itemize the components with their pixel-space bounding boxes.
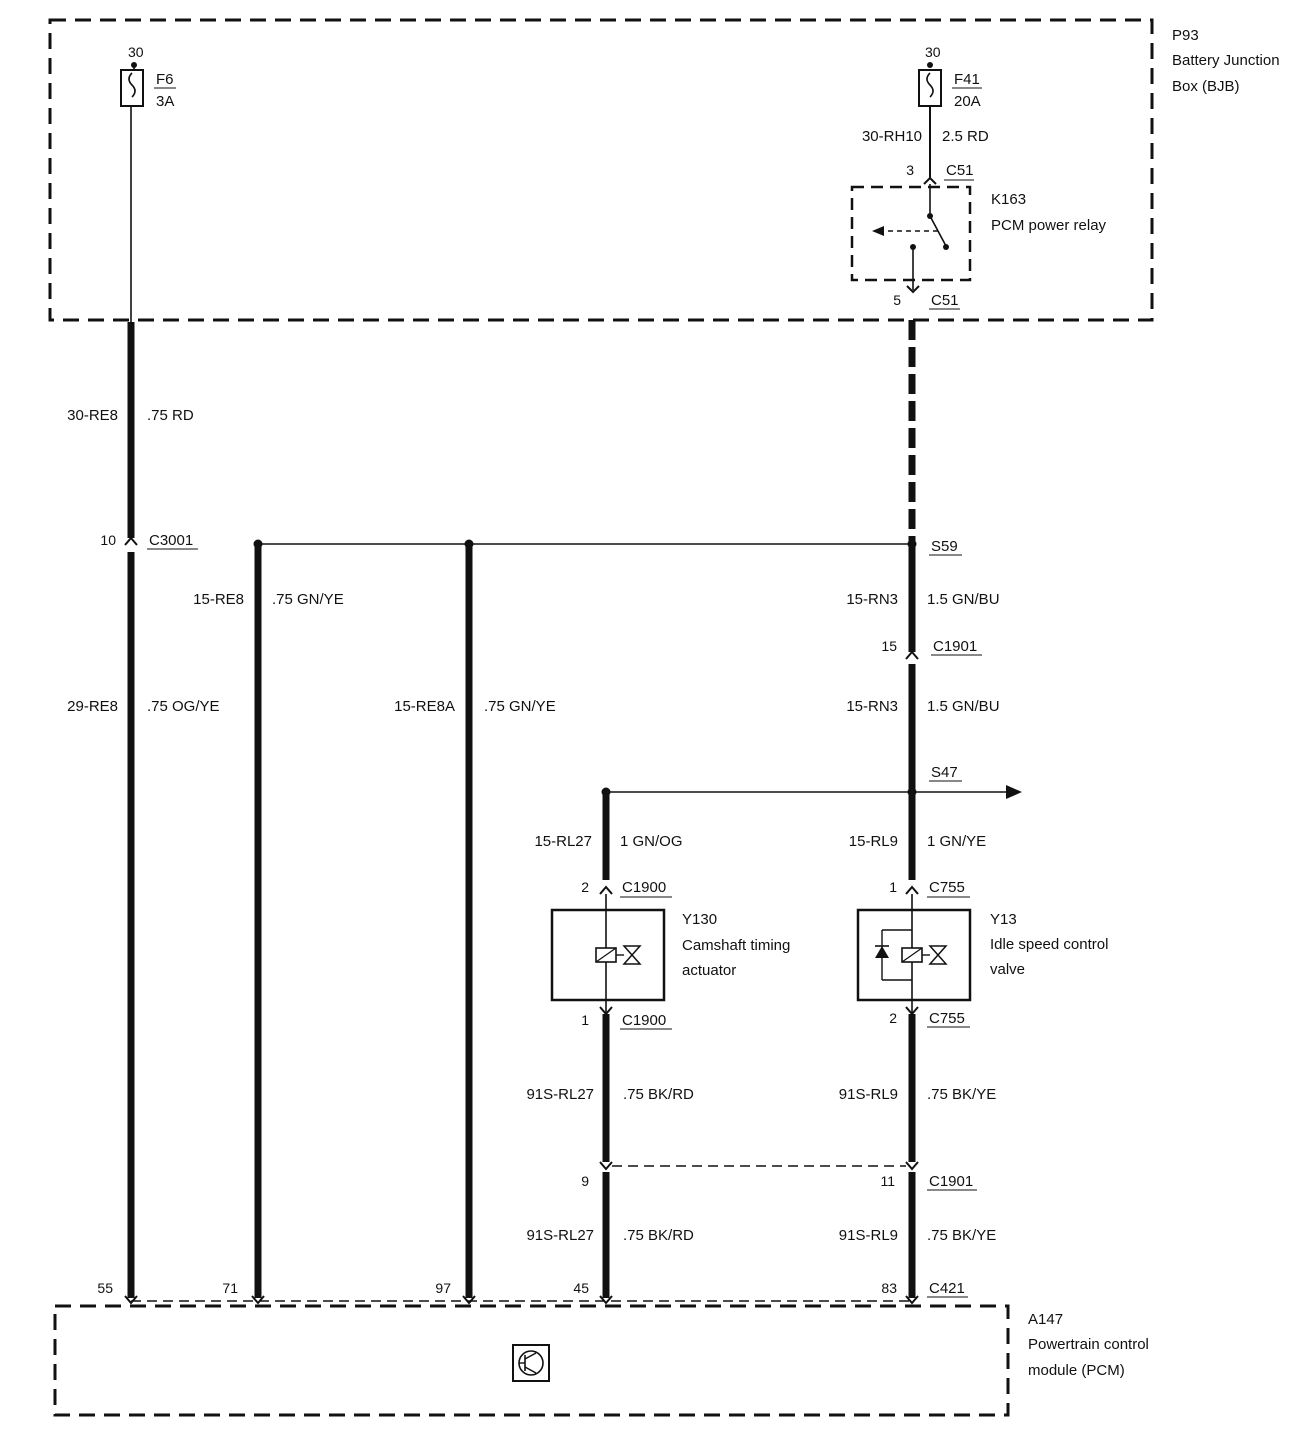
wire-91s-rl9-b-spec: .75 BK/YE <box>927 1227 996 1244</box>
splice-s59-label: S59 <box>931 538 958 555</box>
c421-pin-45: 45 <box>573 1280 589 1296</box>
c1901-15-id: C1901 <box>933 638 977 655</box>
wire-91s-rl27-a-spec: .75 BK/RD <box>623 1086 694 1103</box>
c755-2-pin: 2 <box>889 1010 897 1026</box>
c421-pin-83: 83 <box>881 1280 897 1296</box>
c51-top-id: C51 <box>946 162 974 179</box>
fuse-f41-rating: 20A <box>954 93 981 110</box>
y13-name-line2: valve <box>990 961 1025 978</box>
c1900-1-pin: 1 <box>581 1012 589 1028</box>
c421-pin-97: 97 <box>435 1280 451 1296</box>
relay-arrow-icon <box>872 226 884 236</box>
c421-id: C421 <box>929 1280 965 1297</box>
y130-name-line2: actuator <box>682 962 736 979</box>
wire-15-rn3-a-spec: 1.5 GN/BU <box>927 591 1000 608</box>
arrow-right-icon <box>1006 785 1022 799</box>
c1900-2-pin: 2 <box>581 879 589 895</box>
wire-15-re8-circuit: 15-RE8 <box>193 591 244 608</box>
connector-c3001 <box>124 536 138 546</box>
wire-15-rl9-spec: 1 GN/YE <box>927 833 986 850</box>
y130-id: Y130 <box>682 911 717 928</box>
wire-15-rl27-spec: 1 GN/OG <box>620 833 683 850</box>
wire-91s-rl27-b-spec: .75 BK/RD <box>623 1227 694 1244</box>
wire-15-rl9-circuit: 15-RL9 <box>849 833 898 850</box>
connector-c51-pin3 <box>923 176 937 185</box>
connector-c51-pin5 <box>906 285 920 294</box>
wire-91s-rl9-a-circuit: 91S-RL9 <box>839 1086 898 1103</box>
connector-c1901-pin9 <box>599 1161 613 1171</box>
connector-c1900-pin2 <box>599 885 613 895</box>
wire-30-rh10-spec: 2.5 RD <box>942 128 989 145</box>
c3001-id: C3001 <box>149 532 193 549</box>
battery-junction-box: P93 Battery Junction Box (BJB) <box>48 18 1280 322</box>
bjb-id: P93 <box>1172 27 1199 44</box>
c51-bottom-pin: 5 <box>893 292 901 308</box>
component-y13: Y13 Idle speed control valve <box>856 894 1108 1014</box>
wire-15-rl27-circuit: 15-RL27 <box>534 833 592 850</box>
diode-icon <box>875 946 889 958</box>
c421-pin-71: 71 <box>222 1280 238 1296</box>
wire-30-re8-circuit: 30-RE8 <box>67 407 118 424</box>
fuse-f6-rating: 3A <box>156 93 174 110</box>
wire-91s-rl9-a-spec: .75 BK/YE <box>927 1086 996 1103</box>
c1901-15-pin: 15 <box>881 638 897 654</box>
c1901-11-pin: 11 <box>880 1173 895 1189</box>
fuse-f6: 30 F6 3A <box>120 44 176 110</box>
component-y130: Y130 Camshaft timing actuator <box>550 894 790 1014</box>
wire-15-re8a-circuit: 15-RE8A <box>394 698 455 715</box>
c1901-11-id: C1901 <box>929 1173 973 1190</box>
wire-15-rn3-b-spec: 1.5 GN/BU <box>927 698 1000 715</box>
c755-1-pin: 1 <box>889 879 897 895</box>
wire-29-re8-circuit: 29-RE8 <box>67 698 118 715</box>
fuse-f41-id: F41 <box>954 71 980 88</box>
bjb-name-line1: Battery Junction <box>1172 52 1280 69</box>
fuse-f6-supply: 30 <box>128 44 144 60</box>
wire-30-re8-spec: .75 RD <box>147 407 194 424</box>
relay-k163: K163 PCM power relay <box>850 184 1107 290</box>
fuse-f41-supply: 30 <box>925 44 941 60</box>
c1900-2-id: C1900 <box>622 879 666 896</box>
c755-2-id: C755 <box>929 1010 965 1027</box>
wire-91s-rl9-b-circuit: 91S-RL9 <box>839 1227 898 1244</box>
fuse-f41: 30 F41 20A <box>918 44 982 110</box>
y13-id: Y13 <box>990 911 1017 928</box>
wire-91s-rl27-b-circuit: 91S-RL27 <box>526 1227 594 1244</box>
transistor-icon <box>512 1344 550 1382</box>
valve-icon <box>622 945 642 965</box>
wire-15-rn3-b-circuit: 15-RN3 <box>846 698 898 715</box>
c1900-1-id: C1900 <box>622 1012 666 1029</box>
pcm-id: A147 <box>1028 1311 1063 1328</box>
relay-name: PCM power relay <box>991 217 1107 234</box>
wire-15-re8a-spec: .75 GN/YE <box>484 698 556 715</box>
bjb-name-line2: Box (BJB) <box>1172 78 1240 95</box>
relay-id: K163 <box>991 191 1026 208</box>
wire-29-re8-spec: .75 OG/YE <box>147 698 220 715</box>
c755-1-id: C755 <box>929 879 965 896</box>
splice-s47-label: S47 <box>931 764 958 781</box>
pcm-name-line2: module (PCM) <box>1028 1362 1125 1379</box>
y130-name-line1: Camshaft timing <box>682 937 790 954</box>
c1901-9-pin: 9 <box>581 1173 589 1189</box>
c421-pin-55: 55 <box>97 1280 113 1296</box>
c51-top-pin: 3 <box>906 162 914 178</box>
connector-c1901-pin15 <box>905 650 919 660</box>
connector-c1901-pin11 <box>905 1161 919 1171</box>
powertrain-control-module: A147 Powertrain control module (PCM) <box>53 1304 1149 1417</box>
c51-bottom-id: C51 <box>931 292 959 309</box>
splice-s47 <box>907 787 917 797</box>
connector-c755-pin1 <box>905 885 919 895</box>
wire-91s-rl27-a-circuit: 91S-RL27 <box>526 1086 594 1103</box>
connector-c421: 55 71 97 45 83 C421 <box>97 1280 968 1305</box>
fuse-icon <box>926 72 934 98</box>
y13-name-line1: Idle speed control <box>990 936 1108 953</box>
fuse-f6-id: F6 <box>156 71 174 88</box>
wire-15-re8-spec: .75 GN/YE <box>272 591 344 608</box>
pcm-name-line1: Powertrain control <box>1028 1336 1149 1353</box>
wire-15-rn3-a-circuit: 15-RN3 <box>846 591 898 608</box>
wire-30-rh10-circuit: 30-RH10 <box>862 128 922 145</box>
valve-icon <box>928 945 948 965</box>
c3001-pin: 10 <box>100 532 116 548</box>
fuse-icon <box>128 72 136 98</box>
